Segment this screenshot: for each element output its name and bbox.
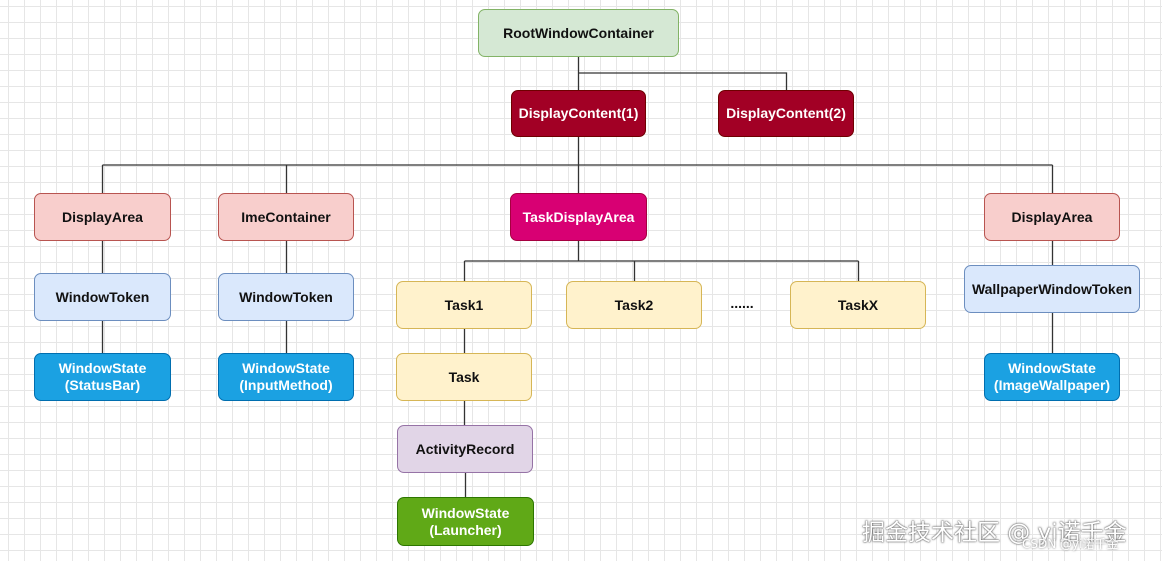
activity-record-node: ActivityRecord	[397, 425, 533, 473]
window-state-inputmethod-node: WindowState (InputMethod)	[218, 353, 354, 401]
edge-root-display-content-2	[578, 72, 788, 90]
node-label: DisplayArea	[1011, 208, 1093, 225]
root-window-container-node: RootWindowContainer	[478, 9, 679, 57]
ime-container-node: ImeContainer	[218, 193, 354, 241]
node-label-line2: (InputMethod)	[239, 377, 333, 393]
display-area-right-node: DisplayArea	[984, 193, 1120, 241]
tasks-ellipsis: ......	[730, 295, 754, 311]
display-area-left-node: DisplayArea	[34, 193, 171, 241]
node-label: TaskX	[837, 296, 879, 313]
watermark-main: 掘金技术社区 @ yi诺千金	[862, 520, 1127, 546]
watermark-sub: CSDN @yi诺千金	[1022, 537, 1119, 551]
node-label: WallpaperWindowToken	[971, 280, 1133, 297]
node-label: ActivityRecord	[415, 440, 515, 457]
display-content-1-node: DisplayContent(1)	[511, 90, 646, 137]
task2-node: Task2	[566, 281, 702, 329]
node-label-line1: WindowState	[421, 504, 510, 521]
window-state-launcher-node: WindowState (Launcher)	[397, 497, 534, 546]
taskx-node: TaskX	[790, 281, 926, 329]
node-label: Task2	[614, 296, 654, 313]
task-node: Task	[396, 353, 532, 401]
node-label: DisplayContent(1)	[518, 105, 639, 121]
task-display-area-node: TaskDisplayArea	[510, 193, 647, 241]
node-label-line2: (ImageWallpaper)	[993, 377, 1111, 393]
node-label: DisplayArea	[62, 208, 143, 225]
node-label-line1: WindowState	[1008, 360, 1096, 376]
task1-node: Task1	[396, 281, 532, 329]
node-label: DisplayContent(2)	[726, 105, 846, 121]
window-token-1-node: WindowToken	[34, 273, 171, 321]
node-label-line1: WindowState	[242, 360, 330, 376]
node-label: TaskDisplayArea	[522, 208, 635, 225]
node-label: WindowToken	[55, 288, 150, 305]
node-label-line2: (StatusBar)	[64, 377, 141, 393]
window-state-wallpaper-node: WindowState (ImageWallpaper)	[984, 353, 1120, 401]
window-state-statusbar-node: WindowState (StatusBar)	[34, 353, 171, 401]
node-label-line1: WindowState	[58, 360, 147, 376]
node-label: Task	[448, 368, 480, 385]
wallpaper-window-token-node: WallpaperWindowToken	[964, 265, 1140, 313]
node-label: Task1	[444, 296, 484, 313]
window-token-2-node: WindowToken	[218, 273, 354, 321]
display-content-2-node: DisplayContent(2)	[718, 90, 854, 137]
node-label: RootWindowContainer	[503, 24, 654, 41]
node-label-line2: (Launcher)	[429, 521, 502, 538]
node-label: ImeContainer	[241, 208, 331, 225]
node-label: WindowToken	[239, 288, 333, 305]
